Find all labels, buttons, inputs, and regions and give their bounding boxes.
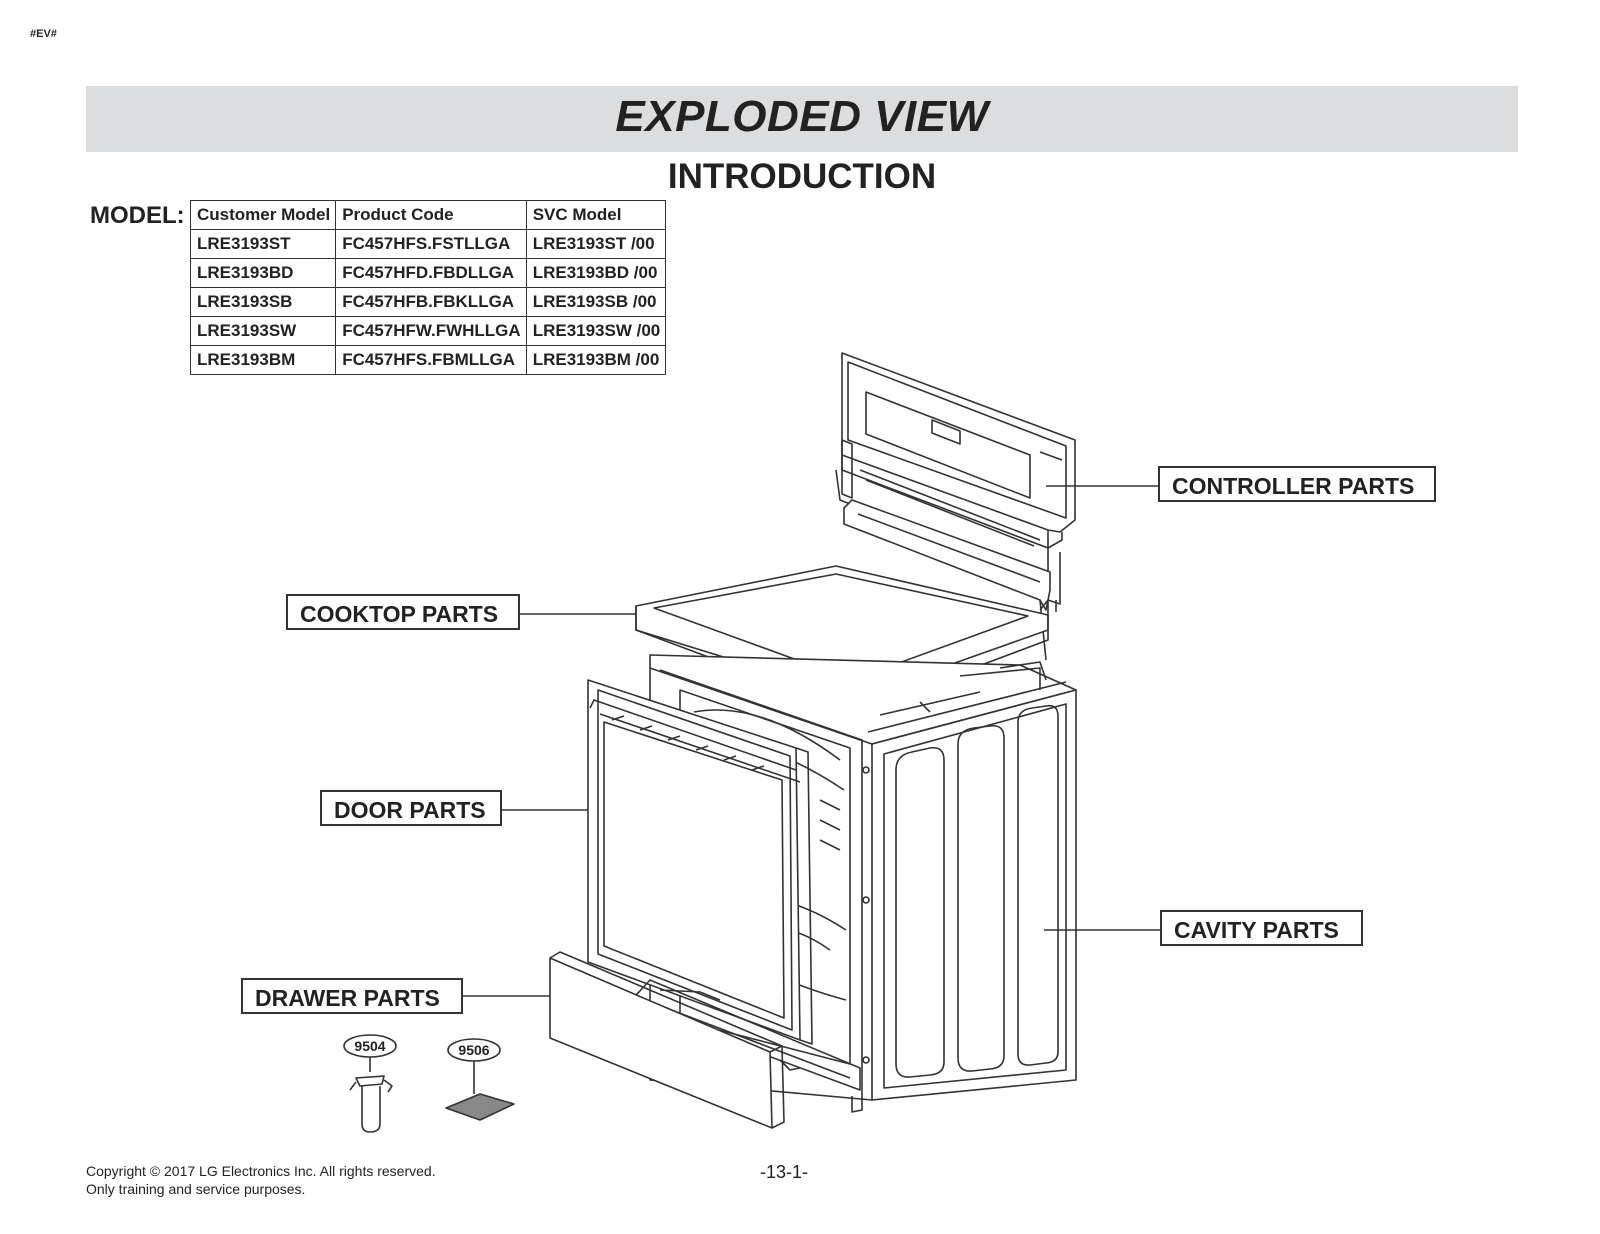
- table-row: LRE3193SW FC457HFW.FWHLLGA LRE3193SW /00: [189, 316, 667, 346]
- table-header-row: Customer Model Product Code SVC Model: [189, 200, 667, 230]
- cavity-body-drawing: [649, 654, 1077, 1113]
- table-cell: LRE3193BM /00: [525, 345, 667, 375]
- title-banner: [86, 86, 1518, 152]
- section-subtitle: INTRODUCTION: [667, 157, 937, 196]
- cleaning-pad-drawing: [445, 1038, 515, 1121]
- table-cell: FC457HFD.FBDLLGA: [335, 258, 527, 288]
- table-cell: LRE3193BM: [189, 345, 337, 375]
- table-row: LRE3193BM FC457HFS.FBMLLGA LRE3193BM /00: [189, 345, 667, 375]
- model-label: MODEL:: [90, 202, 185, 229]
- column-header-customer-model: Customer Model: [189, 200, 337, 230]
- table-cell: LRE3193SB: [189, 287, 337, 317]
- controller-parts-label[interactable]: CONTROLLER PARTS: [1158, 466, 1436, 502]
- document-tag: #EV#: [30, 28, 57, 40]
- table-cell: LRE3193SW /00: [525, 316, 667, 346]
- model-table: Customer Model Product Code SVC Model LR…: [189, 200, 667, 375]
- page-number: -13-1-: [760, 1162, 809, 1182]
- cooktop-parts-label[interactable]: COOKTOP PARTS: [286, 594, 520, 630]
- drawer-parts-label[interactable]: DRAWER PARTS: [241, 978, 463, 1014]
- copyright-notice: Copyright © 2017 LG Electronics Inc. All…: [86, 1162, 436, 1198]
- table-cell: LRE3193SB /00: [525, 287, 667, 317]
- part-number-9504: 9504: [354, 1038, 385, 1054]
- oven-door-drawing: [587, 679, 813, 1045]
- usage-line: Only training and service purposes.: [86, 1181, 306, 1197]
- page-title: EXPLODED VIEW: [615, 92, 989, 141]
- sprayer-bottle-drawing: [343, 1034, 397, 1133]
- table-cell: FC457HFW.FWHLLGA: [335, 316, 527, 346]
- table-cell: FC457HFS.FBMLLGA: [335, 345, 527, 375]
- column-header-product-code: Product Code: [335, 200, 527, 230]
- table-cell: FC457HFS.FSTLLGA: [335, 229, 527, 259]
- cavity-parts-label[interactable]: CAVITY PARTS: [1160, 910, 1363, 946]
- part-number-9506: 9506: [458, 1042, 489, 1058]
- table-cell: LRE3193ST /00: [525, 229, 667, 259]
- drawer-drawing: [549, 951, 861, 1129]
- table-cell: LRE3193SW: [189, 316, 337, 346]
- table-row: LRE3193ST FC457HFS.FSTLLGA LRE3193ST /00: [189, 229, 667, 259]
- table-cell: LRE3193BD /00: [525, 258, 667, 288]
- leader-lines: [463, 485, 1160, 997]
- door-parts-label[interactable]: DOOR PARTS: [320, 790, 502, 826]
- copyright-line: Copyright © 2017 LG Electronics Inc. All…: [86, 1163, 436, 1179]
